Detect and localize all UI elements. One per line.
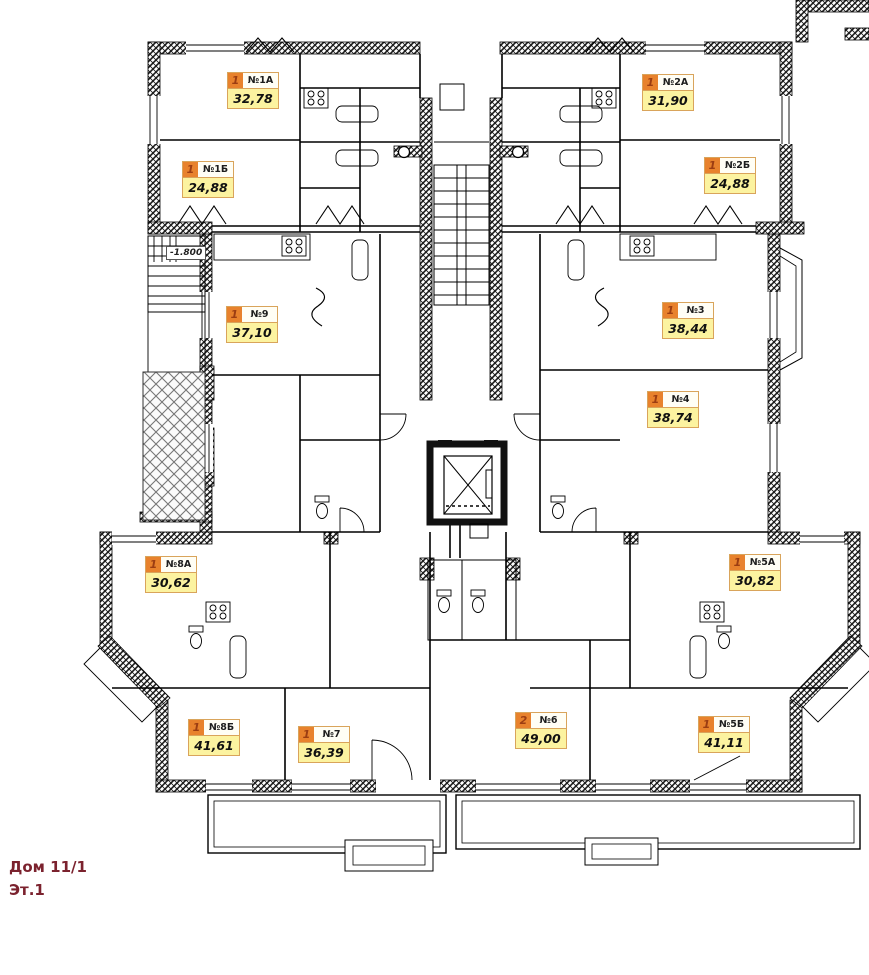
bathtub-icon: [229, 105, 707, 679]
apartment-area: 30,62: [146, 573, 196, 592]
elevator: [426, 440, 508, 539]
rooms-badge: 1: [648, 392, 663, 407]
floor-title: Эт.1: [9, 880, 45, 899]
balconies: [83, 247, 869, 723]
apartment-number: №5А: [745, 555, 780, 570]
rooms-badge: 1: [183, 162, 198, 177]
apartment-area: 24,88: [705, 174, 755, 193]
apartment-area: 36,39: [299, 743, 349, 762]
rooms-badge: 1: [299, 727, 314, 742]
window-zigzags: [177, 37, 743, 327]
apartment-number: №8Б: [204, 720, 239, 735]
windows: [112, 41, 844, 793]
ramp-hatch: [142, 371, 206, 521]
apartment-number: №4: [663, 392, 698, 407]
toilet-icon: [188, 495, 732, 649]
porches: [207, 794, 861, 872]
apartment-number: №2Б: [720, 158, 755, 173]
rooms-badge: 1: [643, 75, 658, 90]
apartment-number: №1А: [243, 73, 278, 88]
apartment-area: 31,90: [643, 91, 693, 110]
apartment-area: 24,88: [183, 178, 233, 197]
apartment-number: №7: [314, 727, 349, 742]
doors: [339, 413, 741, 781]
apartment-area: 49,00: [516, 729, 566, 748]
rooms-badge: 1: [663, 303, 678, 318]
level-mark: -1.800: [166, 246, 207, 260]
apartment-number: №6: [531, 713, 566, 728]
apartment-area: 41,11: [699, 733, 749, 752]
rooms-badge: 1: [228, 73, 243, 88]
apartment-area: 37,10: [227, 323, 277, 342]
apartment-number: №8А: [161, 557, 196, 572]
apartment-area: 32,78: [228, 89, 278, 108]
exterior-walls: [97, 0, 869, 793]
apartment-area: 38,44: [663, 319, 713, 338]
apartment-number: №9: [242, 307, 277, 322]
rooms-badge: 1: [146, 557, 161, 572]
plan-title: Дом 11/1 Эт.1: [9, 856, 87, 901]
rooms-badge: 1: [699, 717, 714, 732]
interior-walls: [112, 54, 848, 780]
rooms-badge: 1: [227, 307, 242, 322]
fixtures: [188, 87, 732, 679]
rooms-badge: 1: [730, 555, 745, 570]
rooms-badge: 1: [705, 158, 720, 173]
apartment-number: №3: [678, 303, 713, 318]
apartment-area: 38,74: [648, 408, 698, 427]
stove-icon: [205, 87, 725, 623]
apartment-area: 30,82: [730, 571, 780, 590]
staircase: [433, 141, 490, 306]
apartment-number: №5Б: [714, 717, 749, 732]
rooms-badge: 2: [516, 713, 531, 728]
apartment-area: 41,61: [189, 736, 239, 755]
apartment-number: №2А: [658, 75, 693, 90]
apartment-number: №1Б: [198, 162, 233, 177]
building-title: Дом 11/1: [9, 858, 87, 876]
rooms-badge: 1: [189, 720, 204, 735]
